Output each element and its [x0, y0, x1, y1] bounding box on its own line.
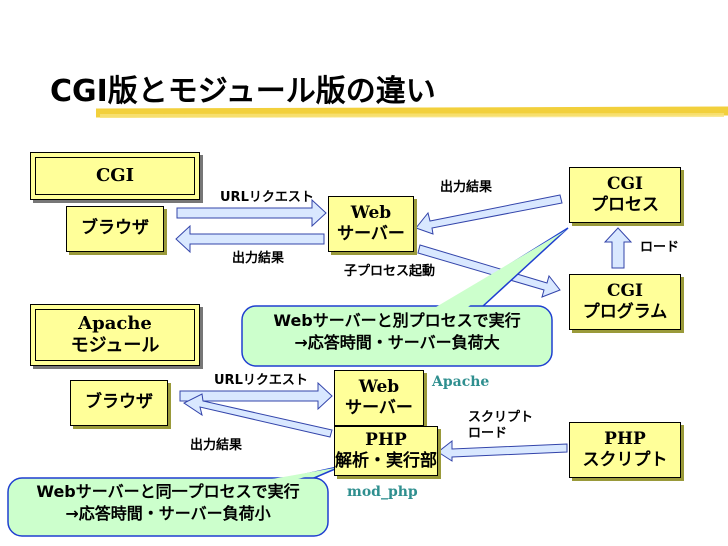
cgi-url-request-label: URLリクエスト: [220, 190, 314, 205]
script-load-label: スクリプト ロード: [468, 410, 533, 441]
arrow-child-process-start: [417, 244, 561, 298]
apache-note-text: Webサーバーと同一プロセスで実行 →応答時間・サーバー負荷小: [8, 481, 328, 526]
cgi-process-box: CGI プロセス: [569, 167, 681, 223]
php-parser-box: PHP 解析・実行部: [334, 426, 438, 476]
apache-browser-label: ブラウザ: [85, 392, 153, 413]
apache-label: Apache: [432, 374, 490, 390]
cgi-browser-box: ブラウザ: [66, 206, 164, 252]
title-underline: [96, 106, 728, 118]
cgi-program-line1: CGI: [606, 280, 643, 301]
php-parser-line2: 解析・実行部: [335, 451, 437, 471]
cgi-note-line2: →応答時間・サーバー負荷大: [294, 333, 500, 353]
apache-browser-box: ブラウザ: [70, 380, 168, 426]
mod-php-label: mod_php: [347, 484, 418, 500]
page-title: CGI版とモジュール版の違い: [50, 74, 436, 109]
apache-mode-label-line1: Apache: [78, 312, 152, 334]
cgi-output-to-browser-label: 出力結果: [232, 251, 285, 266]
cgi-mode-label: CGI: [95, 164, 135, 186]
cgi-mode-label-box: CGI: [30, 152, 200, 200]
php-script-line2: スクリプト: [582, 450, 668, 470]
arrow-output-to-browser-cgi: [175, 224, 325, 254]
arrow-url-request-cgi: [176, 198, 327, 228]
cgi-note-line1: Webサーバーと別プロセスで実行: [273, 311, 521, 330]
script-load-line1: スクリプト: [468, 410, 534, 425]
apache-url-request-label: URLリクエスト: [214, 373, 308, 388]
arrow-output-from-process: [415, 194, 563, 235]
apache-web-server-box: Web サーバー: [334, 370, 424, 426]
cgi-note-text: Webサーバーと別プロセスで実行 →応答時間・サーバー負荷大: [242, 310, 552, 355]
cgi-load-label: ロード: [640, 240, 680, 255]
cgi-program-line2: プログラム: [582, 302, 668, 322]
apache-note-line1: Webサーバーと同一プロセスで実行: [36, 482, 300, 501]
php-parser-line1: PHP: [365, 429, 407, 450]
apache-web-server-line1: Web: [358, 376, 400, 397]
cgi-process-line1: CGI: [606, 173, 643, 194]
cgi-child-process-label: 子プロセス起動: [344, 264, 436, 279]
cgi-web-server-line2: サーバー: [337, 224, 405, 244]
cgi-process-line2: プロセス: [591, 195, 659, 215]
script-load-line2: ロード: [468, 425, 508, 441]
apache-mode-label-box: Apache モジュール: [30, 304, 200, 366]
apache-web-server-line2: サーバー: [345, 398, 413, 418]
php-script-line1: PHP: [604, 428, 646, 449]
cgi-program-box: CGI プログラム: [569, 274, 681, 330]
apache-note-bubble: [7, 465, 343, 537]
arrow-output-apache: [183, 393, 333, 438]
cgi-web-server-box: Web サーバー: [328, 196, 414, 252]
php-script-box: PHP スクリプト: [569, 422, 681, 478]
apache-mode-label-line2: モジュール: [70, 335, 160, 356]
cgi-note-bubble: [241, 227, 569, 367]
cgi-browser-label: ブラウザ: [81, 218, 149, 239]
apache-output-label: 出力結果: [190, 438, 243, 453]
cgi-output-from-process-label: 出力結果: [440, 180, 493, 195]
cgi-web-server-line1: Web: [350, 202, 392, 223]
arrow-script-load: [437, 439, 568, 462]
arrow-load: [603, 227, 633, 269]
apache-note-line2: →応答時間・サーバー負荷小: [65, 504, 271, 524]
